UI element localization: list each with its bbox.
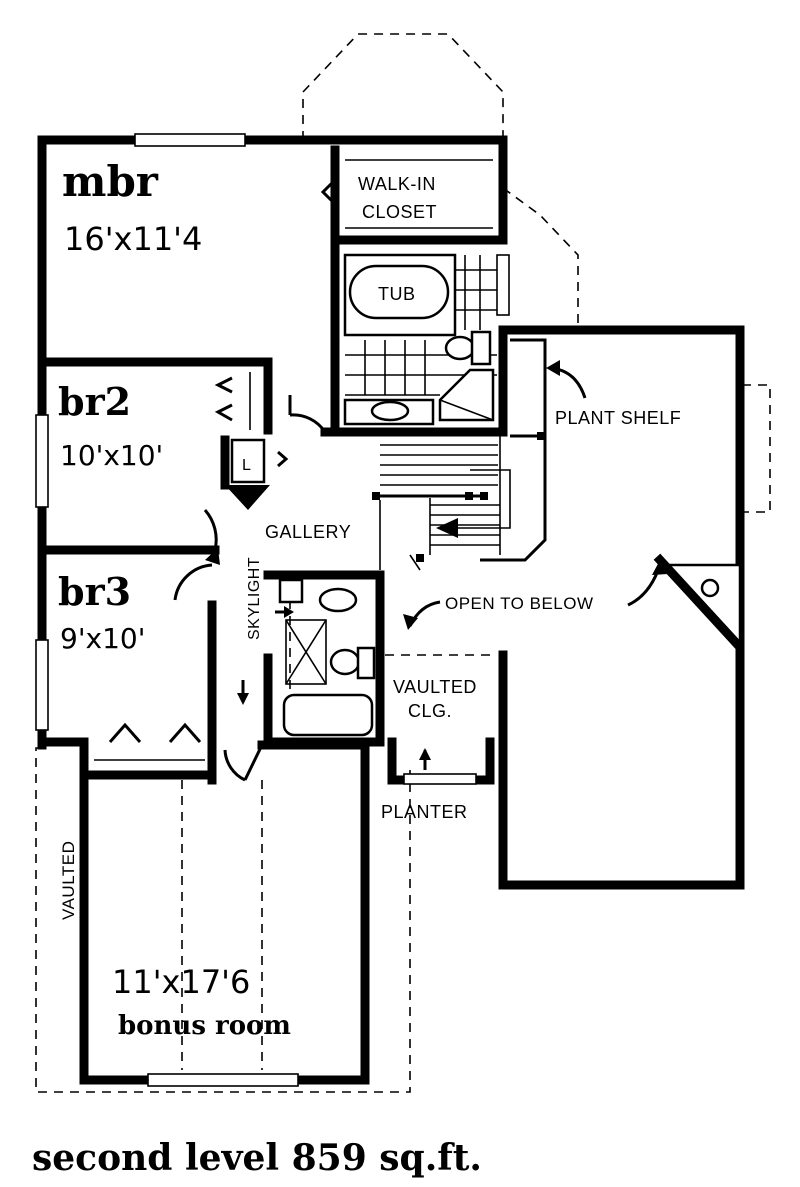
br2-size: 10'x10' <box>60 439 163 472</box>
windows <box>35 133 510 1087</box>
tub-label: TUB <box>378 284 416 304</box>
bonus-size: 11'x17'6 <box>112 963 250 1001</box>
plan-caption: second level 859 sq.ft. <box>32 1137 482 1179</box>
tile-grid <box>345 255 497 396</box>
br2-name: br2 <box>58 379 131 424</box>
br3-name: br3 <box>58 569 131 614</box>
hall-bath <box>278 578 376 737</box>
mbr-name: mbr <box>62 157 159 206</box>
corner-fireplace <box>653 553 745 652</box>
plant-shelf-label: PLANT SHELF <box>555 408 681 428</box>
staircase <box>372 338 547 571</box>
br3-size: 9'x10' <box>60 622 145 655</box>
closets <box>94 159 493 761</box>
linen-label: L <box>242 457 251 474</box>
gallery-label: GALLERY <box>265 522 351 542</box>
vaulted-clg-label: VAULTED <box>393 677 477 697</box>
stair-treads <box>380 444 500 546</box>
planter-label: PLANTER <box>381 802 468 822</box>
open-to-below-label: OPEN TO BELOW <box>445 594 594 613</box>
bonus-name: bonus room <box>118 1011 291 1041</box>
skylight-label: SKYLIGHT <box>246 557 263 640</box>
labels: mbr 16'x11'4 br2 10'x10' br3 9'x10' 11'x… <box>32 157 681 1179</box>
closet-label: CLOSET <box>362 202 437 222</box>
doors <box>173 395 327 782</box>
master-bath <box>343 253 497 426</box>
mbr-size: 16'x11'4 <box>64 220 202 258</box>
leader-arrows <box>237 360 668 770</box>
clg-label: CLG. <box>408 701 452 721</box>
walk-in-label: WALK-IN <box>358 174 436 194</box>
vaulted-side-label: VAULTED <box>59 841 78 920</box>
